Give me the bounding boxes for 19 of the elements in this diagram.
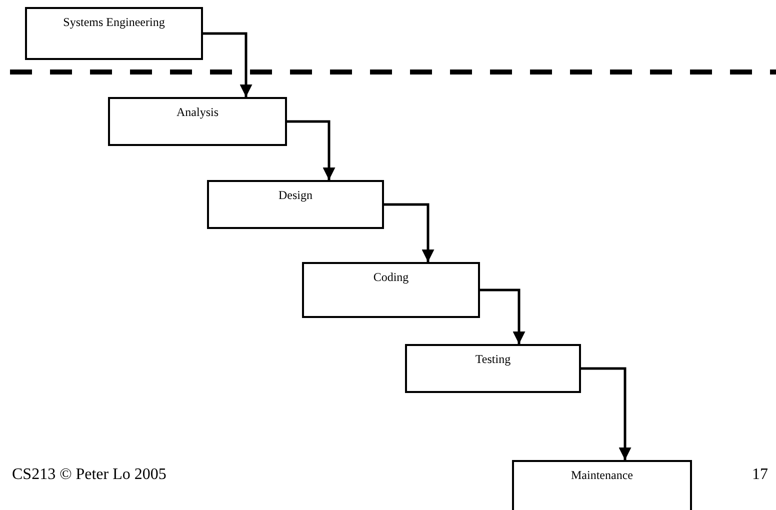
box-label: Systems Engineering: [62, 15, 166, 29]
box-label: Testing: [474, 352, 512, 366]
process-box: [512, 460, 692, 510]
process-box: [302, 262, 480, 318]
process-box: [108, 97, 287, 146]
box-label: Maintenance: [570, 468, 634, 482]
arrow: [287, 120, 336, 180]
page-number: 17: [752, 466, 768, 484]
footer-text: CS213 © Peter Lo 2005: [12, 466, 166, 484]
box-label: Coding: [372, 270, 410, 284]
process-box: [405, 344, 581, 393]
box-label: Design: [278, 188, 314, 202]
process-box: [25, 7, 203, 60]
arrow: [203, 32, 252, 97]
process-box: [207, 180, 384, 229]
arrow: [480, 288, 526, 344]
arrow: [581, 367, 632, 460]
box-label: Analysis: [176, 105, 220, 119]
arrow: [384, 203, 434, 262]
